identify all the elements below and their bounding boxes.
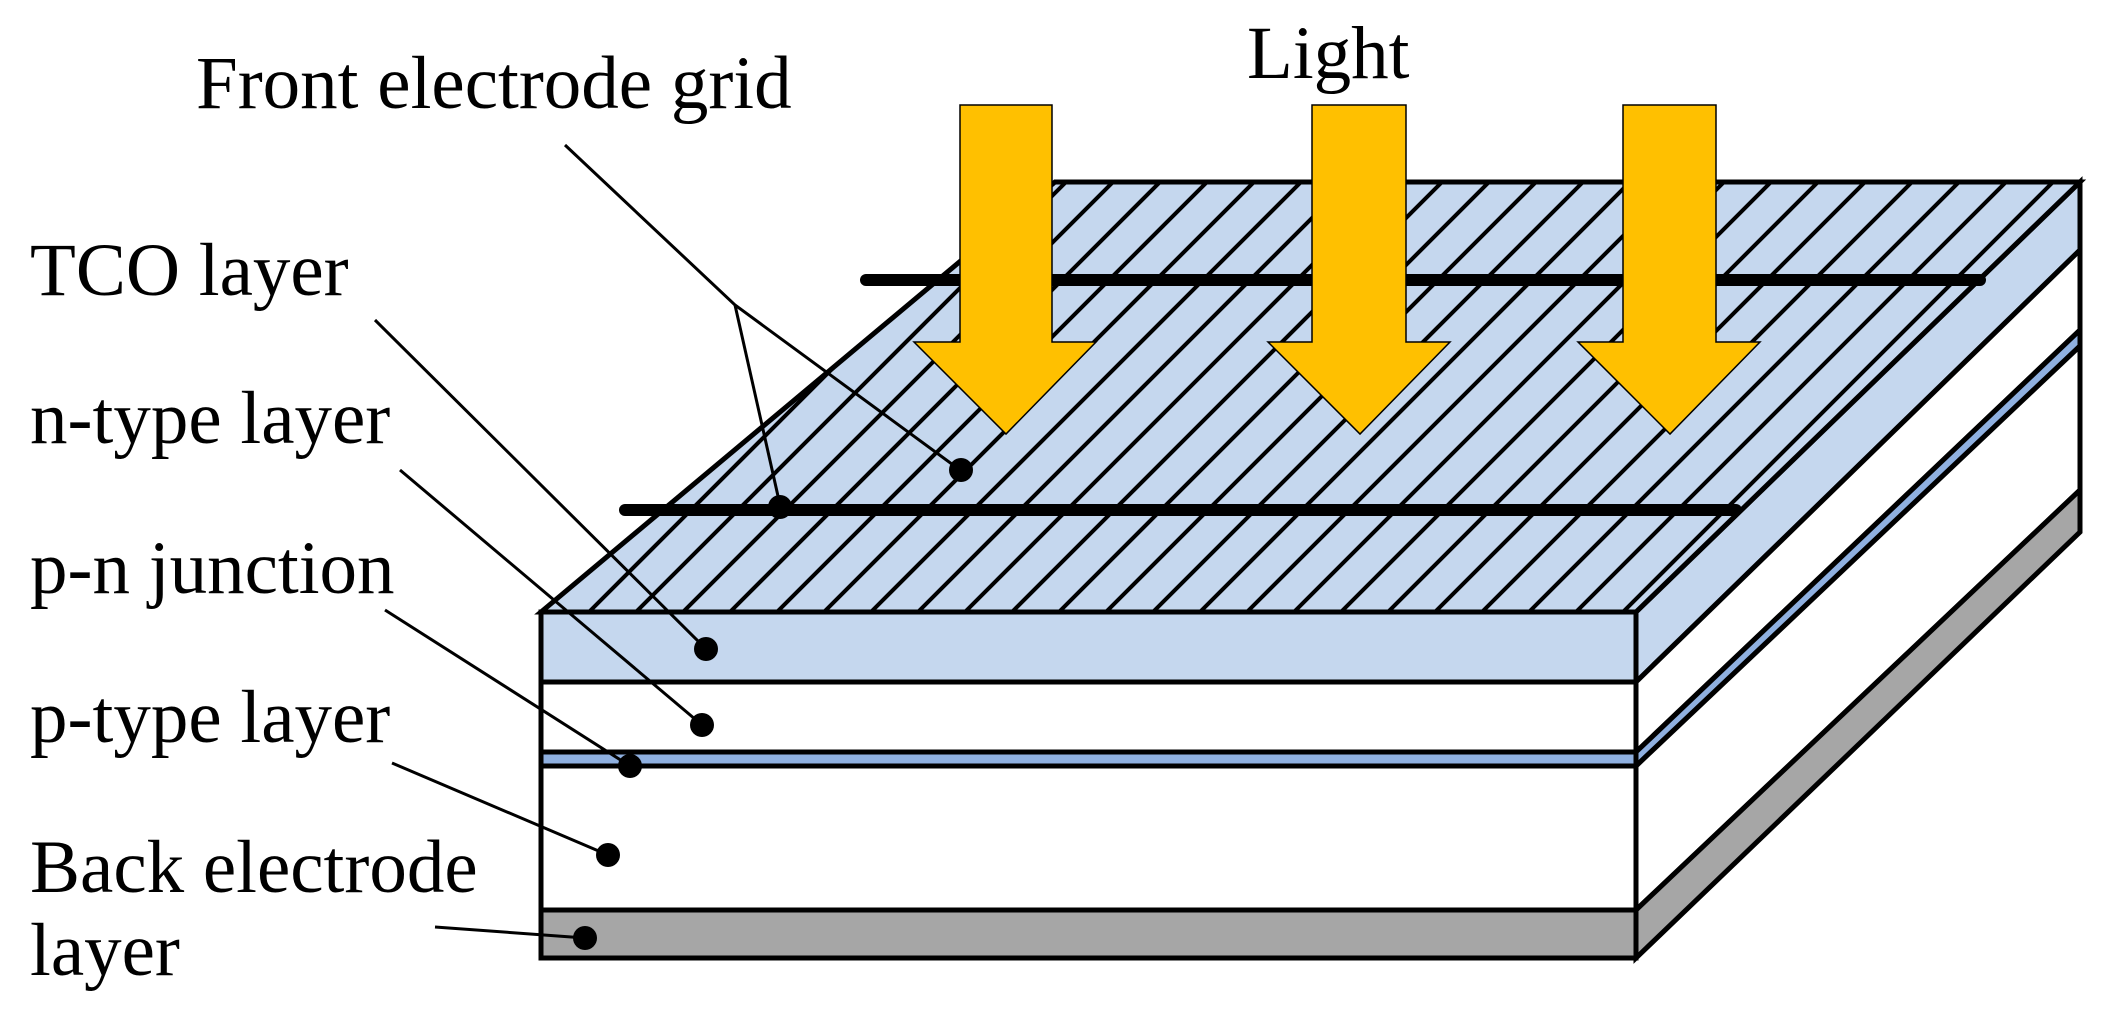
hatch-line — [653, 182, 1137, 612]
hatch-line — [1546, 182, 2030, 612]
dot-front-grid-surface — [949, 458, 973, 482]
label-pn-junction: p-n junction — [30, 527, 395, 610]
hatch-line — [1076, 182, 1560, 612]
down-arrow-icon — [912, 104, 1098, 436]
hatch-line — [1499, 182, 1983, 612]
leader-pn-junction — [384, 608, 631, 768]
front-p-type-layer — [538, 763, 1639, 913]
side-face — [1633, 176, 2083, 964]
hatch-line — [1029, 182, 1513, 612]
front-back-electrode-layer — [538, 907, 1639, 961]
label-light: Light — [1247, 12, 1410, 95]
dot-front-grid-bar — [768, 495, 792, 519]
leader-n-type — [399, 468, 703, 727]
hatch-line — [841, 182, 1325, 612]
leader-front-grid-b — [733, 304, 782, 506]
down-arrow-icon — [1576, 104, 1762, 436]
light-arrows — [912, 104, 1762, 436]
label-n-type-layer: n-type layer — [30, 377, 390, 460]
front-n-type-layer — [538, 679, 1639, 755]
leader-tco — [373, 318, 707, 650]
hatch-line — [1217, 182, 1701, 612]
hatch-line — [700, 182, 1184, 612]
hatch-line — [1358, 182, 1842, 612]
label-front-electrode-grid: Front electrode grid — [196, 42, 792, 125]
hatch-line — [888, 182, 1372, 612]
label-dots — [573, 458, 973, 950]
down-arrow-icon — [1266, 104, 1452, 436]
label-p-type-layer: p-type layer — [30, 676, 390, 759]
hatch-line — [1170, 182, 1654, 612]
dot-back-electrode — [573, 926, 597, 950]
hatch-line — [1593, 182, 2077, 612]
label-tco-layer: TCO layer — [30, 229, 349, 312]
leader-back-electrode — [434, 925, 586, 940]
leader-lines — [373, 143, 961, 940]
dot-n-type — [690, 713, 714, 737]
text-labels: Light Front electrode grid TCO layer n-t… — [30, 12, 1410, 992]
label-back-electrode-line1: Back electrode — [30, 826, 478, 909]
front-face — [538, 609, 1639, 961]
label-back-electrode-line2: layer — [30, 909, 180, 992]
dot-pn-junction — [618, 754, 642, 778]
dot-p-type — [596, 843, 620, 867]
leader-p-type — [391, 761, 609, 857]
dot-tco — [694, 637, 718, 661]
